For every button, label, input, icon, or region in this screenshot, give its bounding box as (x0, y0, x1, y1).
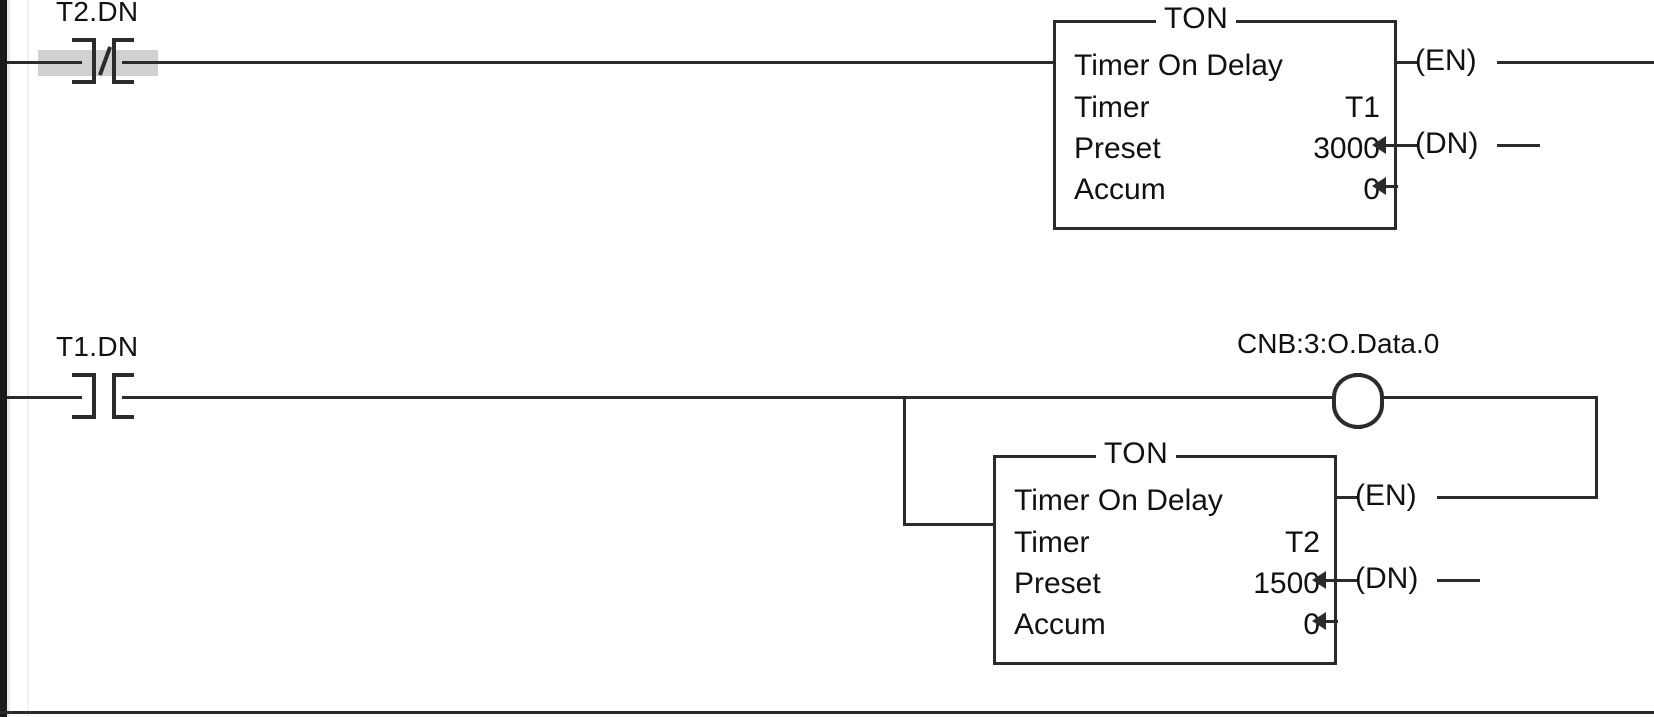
coil-en-t1[interactable]: (EN) (1415, 44, 1477, 77)
contact-right-bar (112, 38, 116, 84)
coil-output-cnb-label: CNB:3:O.Data.0 (1237, 328, 1440, 359)
ton-t1-preset-arrow-icon (1372, 136, 1386, 154)
rung1-dn-stub-left (1386, 144, 1417, 147)
ton-block-t1-row-preset: Preset 3000 (1074, 132, 1380, 173)
rung1-wire-left (7, 61, 82, 64)
coil-dn-t1[interactable]: (DN) (1415, 127, 1479, 160)
ton-t2-timer-label: Timer (1014, 526, 1090, 559)
branch-left-vertical (903, 396, 906, 525)
rung2-dn-stub-left (1326, 579, 1357, 582)
ton-block-t2-row-preset: Preset 1500 (1014, 567, 1320, 608)
ton-t1-accum-arrow-stem (1386, 185, 1398, 188)
left-rail-hairline (27, 0, 29, 717)
contact2-right-bar (112, 373, 116, 419)
rung1-en-stub-left (1397, 61, 1417, 64)
coil-arc-left (1332, 373, 1362, 429)
contact2-right-top-foot (112, 373, 134, 377)
rung2-wire-after-coil (1384, 396, 1598, 399)
rung2-en-wire-right (1437, 496, 1598, 499)
coil-arc-right (1354, 373, 1384, 429)
ton-t1-preset-value[interactable]: 3000 (1313, 132, 1380, 165)
ton-block-t2-row-timer: Timer T2 (1014, 526, 1320, 567)
rung1-en-wire-right (1497, 61, 1654, 64)
contact2-right-bottom-foot (112, 415, 134, 419)
ton-block-t1-title: TON (1156, 4, 1237, 34)
coil-output-cnb[interactable]: CNB:3:O.Data.0 (1237, 328, 1439, 429)
ton-block-t2[interactable]: TON Timer On Delay Timer T2 Preset 1500 … (993, 439, 1337, 665)
rung1-wire-main (122, 61, 1056, 64)
ton-t1-timer-label: Timer (1074, 91, 1150, 124)
normally-closed-slash-icon (97, 46, 113, 76)
contact2-left-top-foot (72, 373, 94, 377)
rung2-en-stub-left (1337, 496, 1357, 499)
ton-t2-accum-arrow-icon (1312, 612, 1326, 630)
contact-t1-dn[interactable]: T1.DN (56, 331, 138, 429)
contact-left-bar (92, 38, 96, 84)
ton-t2-preset-label: Preset (1014, 567, 1101, 600)
branch-left-horizontal (903, 523, 996, 526)
ton-block-t1-row-timer: Timer T1 (1074, 91, 1380, 132)
ton-t1-accum-label: Accum (1074, 173, 1166, 206)
ton-t2-accum-label: Accum (1014, 608, 1106, 641)
ton-block-t2-row-accum: Accum 0 (1014, 608, 1320, 649)
ton-t1-accum-arrow-icon (1372, 177, 1386, 195)
contact-t1-dn-label: T1.DN (56, 331, 139, 362)
ton-block-t1-subtitle: Timer On Delay (1074, 49, 1283, 82)
contact-left-bottom-foot (72, 80, 94, 84)
contact2-left-bar (92, 373, 96, 419)
rung1-dn-stub-right (1497, 144, 1540, 147)
ton-t2-preset-value[interactable]: 1500 (1253, 567, 1320, 600)
ton-block-t1-row-accum: Accum 0 (1074, 173, 1380, 214)
ton-t2-preset-arrow-icon (1312, 571, 1326, 589)
contact-t2-dn[interactable]: T2.DN (56, 0, 138, 94)
coil-en-t2[interactable]: (EN) (1355, 479, 1417, 512)
ton-block-t2-subtitle: Timer On Delay (1014, 484, 1223, 517)
rung2-wire-left (7, 396, 82, 399)
contact-t2-dn-label: T2.DN (56, 0, 139, 27)
coil-dn-t2[interactable]: (DN) (1355, 562, 1419, 595)
contact-right-bottom-foot (112, 80, 134, 84)
ton-t1-preset-label: Preset (1074, 132, 1161, 165)
branch-right-vertical (1595, 396, 1598, 499)
contact2-left-bottom-foot (72, 415, 94, 419)
contact-right-top-foot (112, 38, 134, 42)
frame-bottom-border (0, 711, 1654, 714)
contact-left-top-foot (72, 38, 94, 42)
rung2-wire-main (122, 396, 1332, 399)
rung2-dn-stub-right (1437, 579, 1480, 582)
ton-t2-accum-arrow-stem (1326, 620, 1338, 623)
ton-t1-timer-value[interactable]: T1 (1344, 91, 1380, 124)
left-power-rail (0, 0, 7, 717)
left-rail-shadow (7, 0, 10, 717)
ton-block-t2-title: TON (1096, 439, 1177, 469)
ton-t2-timer-value[interactable]: T2 (1284, 526, 1320, 559)
ton-block-t1[interactable]: TON Timer On Delay Timer T1 Preset 3000 … (1053, 4, 1397, 230)
